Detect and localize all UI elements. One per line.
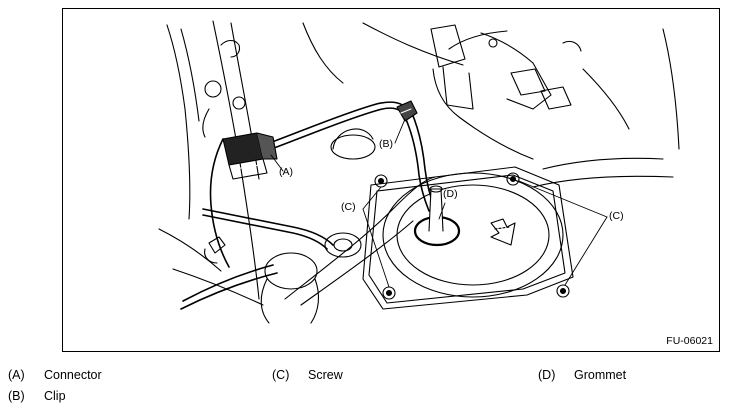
legend-key-d: (D) xyxy=(538,368,556,382)
harness-grommet xyxy=(324,232,362,258)
clip xyxy=(396,100,418,122)
figure-frame: (A) (B) (C) (C) (D) FU-06021 xyxy=(62,8,720,352)
callout-b: (B) xyxy=(379,138,393,150)
legend-label-b: Clip xyxy=(44,389,66,403)
service-cover-plate xyxy=(362,166,574,310)
callout-c-left: (C) xyxy=(341,201,356,213)
grommet xyxy=(413,185,461,247)
connector xyxy=(222,132,278,180)
rear-trim-bracket xyxy=(430,24,582,110)
left-wall-details xyxy=(202,39,246,264)
panel-recess xyxy=(330,128,376,160)
callout-d: (D) xyxy=(443,188,458,200)
body-panel-lines xyxy=(158,20,680,306)
legend-label-c: Screw xyxy=(308,368,343,382)
front-direction-arrow xyxy=(490,218,516,246)
legend-key-c: (C) xyxy=(272,368,290,382)
wiring-harness xyxy=(180,101,436,310)
floor-pass-through xyxy=(260,252,320,324)
callout-leaders xyxy=(270,118,608,288)
legend-label-a: Connector xyxy=(44,368,102,382)
callout-a: (A) xyxy=(279,166,293,178)
legend-key-a: (A) xyxy=(8,368,25,382)
legend-key-b: (B) xyxy=(8,389,25,403)
callout-c-right: (C) xyxy=(609,210,624,222)
screw-markers xyxy=(374,172,570,300)
legend-label-d: Grommet xyxy=(574,368,627,382)
figure-id: FU-06021 xyxy=(666,335,713,347)
fuel-pump-illustration xyxy=(158,20,680,324)
